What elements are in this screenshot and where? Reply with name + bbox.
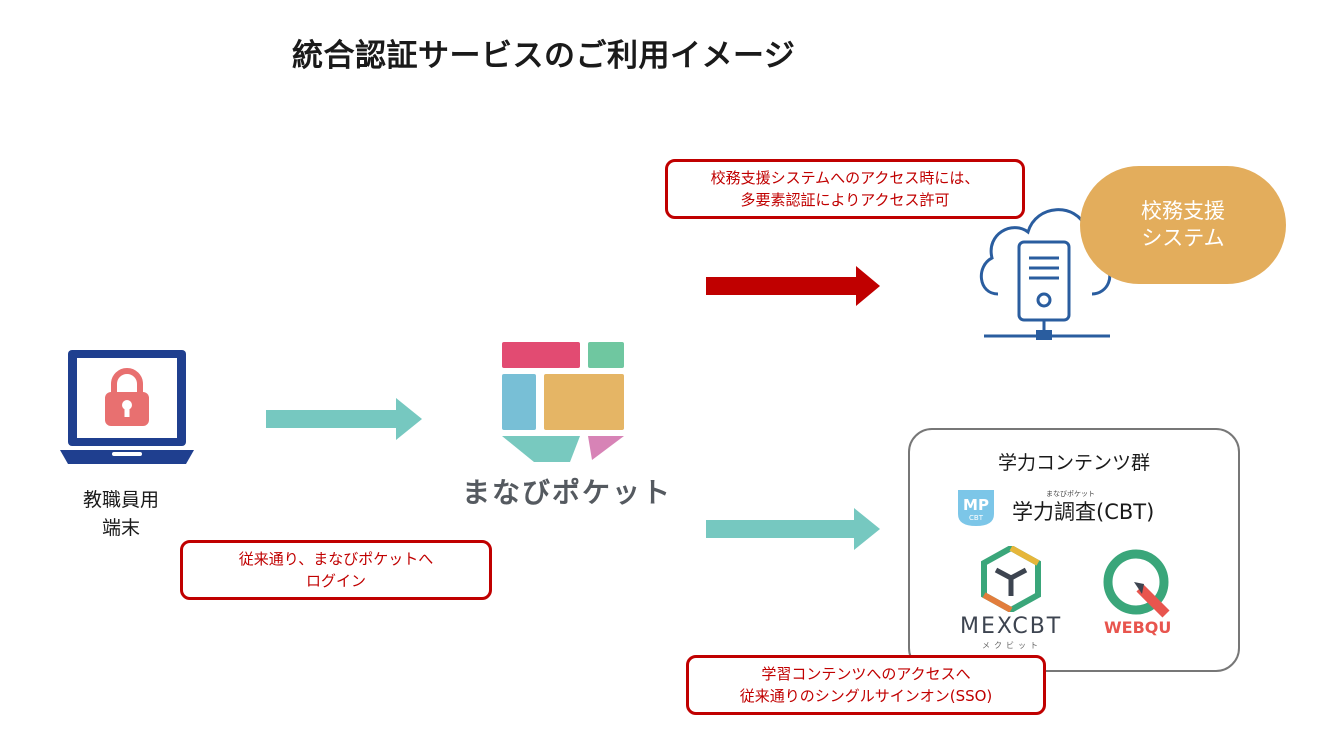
device-label: 教職員用 端末: [82, 489, 159, 539]
cbt-label: 学力調査(CBT): [1012, 500, 1155, 524]
webqu-logo: [1103, 549, 1170, 618]
page-title: 統合認証サービスのご利用イメージ: [292, 38, 796, 74]
manabi-pocket-logo: [502, 342, 624, 462]
lock-icon: [105, 368, 149, 426]
sso-arrow: [706, 508, 880, 550]
mexcbt-sub: メクビット: [982, 641, 1042, 650]
service-name: まなびポケット: [462, 476, 673, 509]
mp-cbt-icon: MP CBT: [958, 490, 994, 526]
mexcbt-label: MEXCBT: [960, 614, 1063, 639]
laptop-icon: [60, 350, 194, 464]
mfa-note: 校務支援システムへのアクセス時には、 多要素認証によりアクセス許可: [665, 159, 1025, 219]
cbt-ruby: まなびポケット: [1046, 490, 1095, 498]
webqu-label: WEBQU: [1104, 618, 1172, 637]
learning-contents-title: 学力コンテンツ群: [998, 452, 1151, 474]
login-note: 従来通り、まなびポケットへ ログイン: [180, 540, 492, 600]
learning-contents-panel: [908, 428, 1240, 672]
login-arrow: [266, 398, 422, 440]
mexcbt-logo: [981, 546, 1041, 612]
mfa-arrow: [706, 266, 880, 306]
school-system-badge: 校務支援 システム: [1080, 166, 1286, 284]
svg-text:CBT: CBT: [969, 514, 984, 522]
sso-note: 学習コンテンツへのアクセスへ 従来通りのシングルサインオン(SSO): [686, 655, 1046, 715]
svg-text:MP: MP: [963, 496, 989, 514]
